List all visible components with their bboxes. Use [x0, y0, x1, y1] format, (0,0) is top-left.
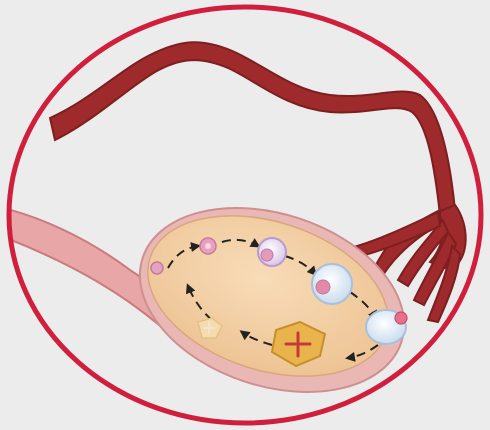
primary-follicle — [200, 238, 216, 254]
ovulating-follicle — [366, 310, 407, 344]
primordial-follicle — [151, 262, 163, 274]
mature-follicle — [312, 264, 352, 304]
secondary-follicle — [258, 238, 286, 266]
